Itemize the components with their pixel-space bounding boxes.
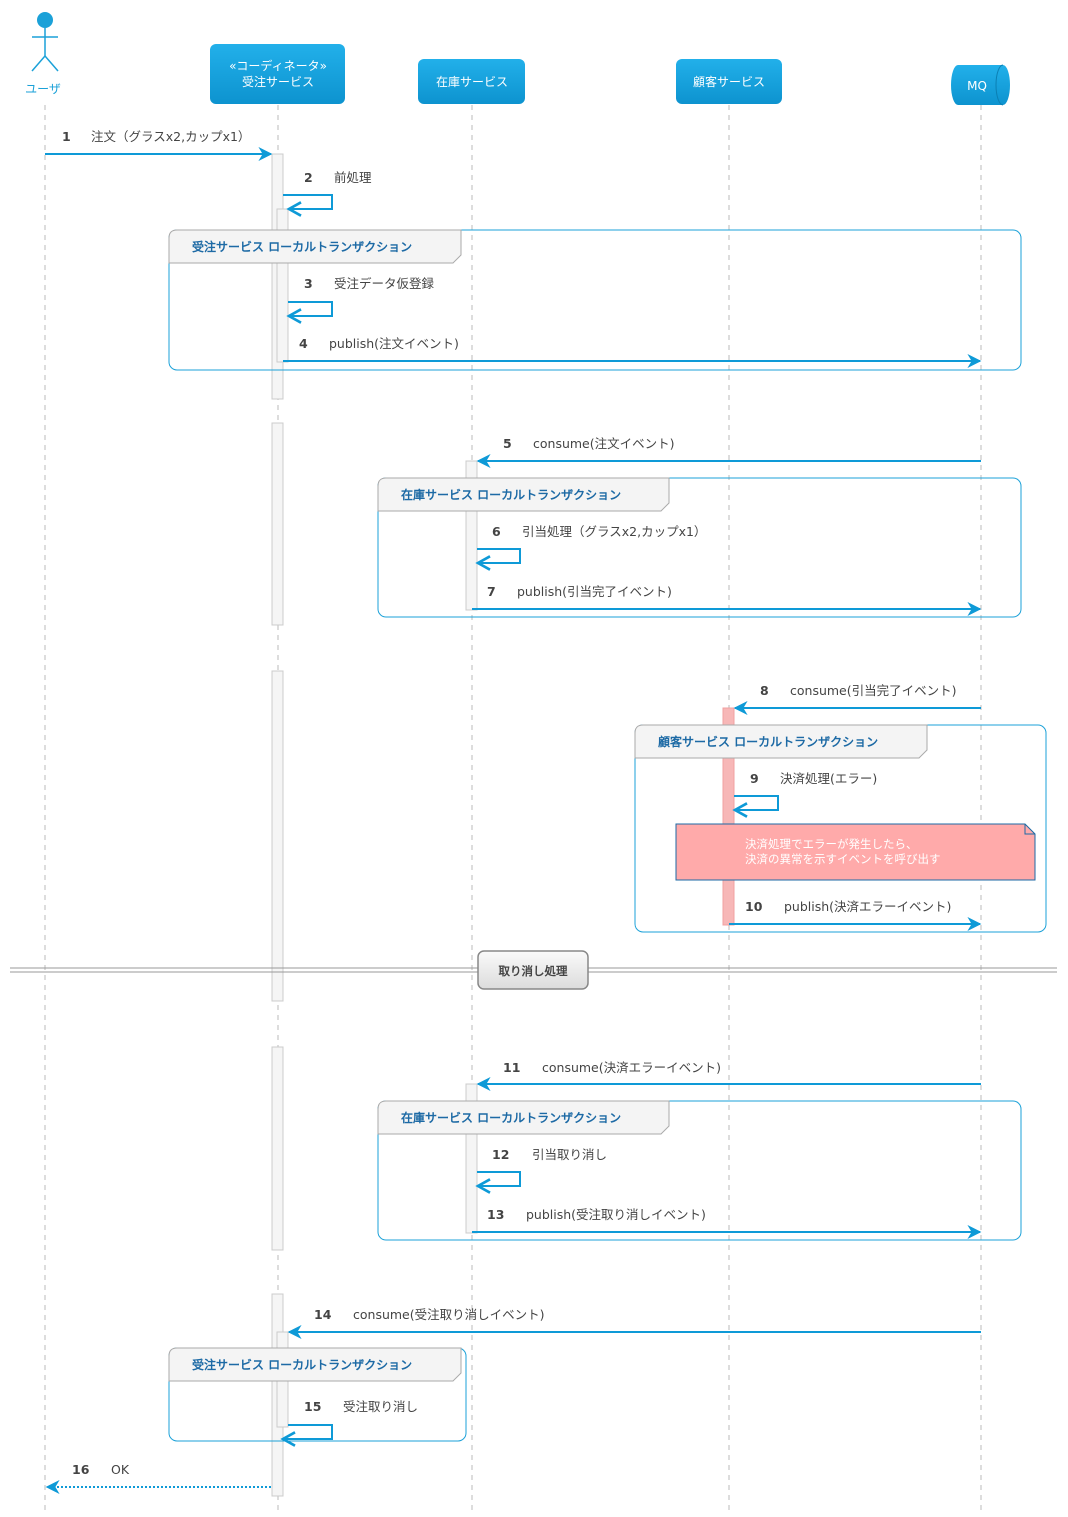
message-number: 14: [314, 1307, 332, 1322]
participant-user[interactable]: ユーザ: [25, 12, 61, 96]
message-text: 引当取り消し: [532, 1147, 607, 1162]
note-payment-error: 決済処理でエラーが発生したら、 決済の異常を示すイベントを呼び出す: [675, 823, 1036, 881]
message-text: 受注データ仮登録: [334, 276, 435, 291]
message-14[interactable]: 14 consume(受注取り消しイベント): [287, 1307, 981, 1339]
message-3[interactable]: 3 受注データ仮登録: [288, 276, 435, 316]
message-text: 注文（グラスx2,カップx1）: [91, 129, 250, 144]
note-line-1: 決済処理でエラーが発生したら、: [745, 837, 918, 851]
group-order-tx-1: 受注サービス ローカルトランザクション: [168, 229, 1022, 371]
divider-cancel-process: 取り消し処理: [10, 950, 1057, 990]
message-number: 7: [487, 584, 496, 599]
note-line-2: 決済の異常を示すイベントを呼び出す: [745, 852, 941, 866]
message-6[interactable]: 6 引当処理（グラスx2,カップx1）: [477, 524, 706, 563]
group-title: 在庫サービス ローカルトランザクション: [401, 487, 621, 502]
message-arrow: [283, 194, 333, 209]
message-number: 9: [750, 771, 759, 786]
message-number: 8: [760, 683, 769, 698]
message-text: consume(決済エラーイベント): [542, 1060, 721, 1075]
message-number: 11: [503, 1060, 520, 1075]
activation-order-2: [276, 208, 289, 363]
message-16[interactable]: 16 OK: [45, 1462, 271, 1494]
participant-mq[interactable]: MQ: [951, 64, 1010, 106]
group-title: 在庫サービス ローカルトランザクション: [401, 1110, 621, 1125]
message-number: 3: [304, 276, 313, 291]
message-arrow: [477, 1171, 521, 1186]
message-13[interactable]: 13 publish(受注取り消しイベント): [472, 1207, 982, 1239]
group-title: 受注サービス ローカルトランザクション: [192, 239, 412, 254]
message-text: consume(受注取り消しイベント): [353, 1307, 545, 1322]
message-text: 受注取り消し: [343, 1399, 418, 1414]
message-number: 2: [304, 170, 313, 185]
group-title: 顧客サービス ローカルトランザクション: [658, 734, 878, 749]
message-2[interactable]: 2 前処理: [283, 170, 372, 209]
message-number: 1: [62, 129, 71, 144]
message-9[interactable]: 9 決済処理(エラー): [734, 771, 877, 810]
message-arrow: [477, 548, 521, 563]
message-text: 引当処理（グラスx2,カップx1）: [522, 524, 706, 539]
group-stock-tx-2: 在庫サービス ローカルトランザクション: [377, 1100, 1022, 1241]
actor-head-icon: [37, 12, 53, 28]
message-1[interactable]: 1 注文（グラスx2,カップx1）: [45, 129, 273, 161]
group-customer-tx: 顧客サービス ローカルトランザクション: [634, 724, 1047, 933]
message-10[interactable]: 10 publish(決済エラーイベント): [729, 899, 982, 931]
participant-label: 受注サービス: [242, 74, 314, 89]
activation-stock-1: [465, 460, 478, 611]
divider-label: 取り消し処理: [499, 964, 568, 978]
participant-customer-service[interactable]: 顧客サービス: [676, 59, 782, 104]
message-text: publish(注文イベント): [329, 336, 459, 351]
message-15[interactable]: 15 受注取り消し: [283, 1399, 418, 1439]
message-number: 12: [492, 1147, 509, 1162]
message-5[interactable]: 5 consume(注文イベント): [476, 436, 981, 468]
activation-order-3: [271, 422, 284, 626]
message-arrow: [283, 1424, 333, 1439]
activations: [271, 153, 735, 1497]
message-number: 5: [503, 436, 512, 451]
message-text: 前処理: [334, 170, 372, 185]
participant-label: ユーザ: [25, 82, 61, 96]
participant-stereotype: «コーディネータ»: [229, 58, 327, 73]
message-text: OK: [111, 1462, 130, 1477]
message-text: publish(受注取り消しイベント): [526, 1207, 706, 1222]
participant-stock-service[interactable]: 在庫サービス: [418, 59, 525, 104]
lifelines: [44, 105, 982, 1510]
message-text: publish(決済エラーイベント): [784, 899, 951, 914]
participant-label: MQ: [967, 79, 987, 93]
group-stock-tx-1: 在庫サービス ローカルトランザクション: [377, 477, 1022, 618]
message-number: 16: [72, 1462, 90, 1477]
message-number: 15: [304, 1399, 321, 1414]
activation-order-5: [271, 1046, 284, 1251]
messages: 1 注文（グラスx2,カップx1） 2 前処理 3 受注データ仮登録 4 pub…: [45, 129, 1036, 1494]
activation-order-4: [271, 670, 284, 1002]
message-text: 決済処理(エラー): [780, 771, 877, 786]
activation-stock-2: [465, 1083, 478, 1234]
message-number: 4: [299, 336, 308, 351]
message-12[interactable]: 12 引当取り消し: [477, 1147, 607, 1186]
message-number: 10: [745, 899, 763, 914]
message-arrow: [734, 795, 779, 810]
participant-label: 在庫サービス: [436, 75, 508, 89]
message-text: consume(引当完了イベント): [790, 683, 957, 698]
message-text: consume(注文イベント): [533, 436, 675, 451]
message-8[interactable]: 8 consume(引当完了イベント): [733, 683, 981, 715]
message-arrow: [288, 301, 333, 316]
participant-order-service[interactable]: «コーディネータ» 受注サービス: [210, 44, 345, 104]
message-number: 13: [487, 1207, 504, 1222]
message-text: publish(引当完了イベント): [517, 584, 672, 599]
group-title: 受注サービス ローカルトランザクション: [192, 1357, 412, 1372]
message-4[interactable]: 4 publish(注文イベント): [283, 336, 982, 368]
participant-label: 顧客サービス: [693, 74, 765, 89]
message-7[interactable]: 7 publish(引当完了イベント): [472, 584, 982, 616]
message-number: 6: [492, 524, 501, 539]
group-order-tx-2: 受注サービス ローカルトランザクション: [168, 1347, 467, 1442]
queue-icon: [951, 65, 1010, 105]
message-11[interactable]: 11 consume(決済エラーイベント): [476, 1060, 981, 1091]
